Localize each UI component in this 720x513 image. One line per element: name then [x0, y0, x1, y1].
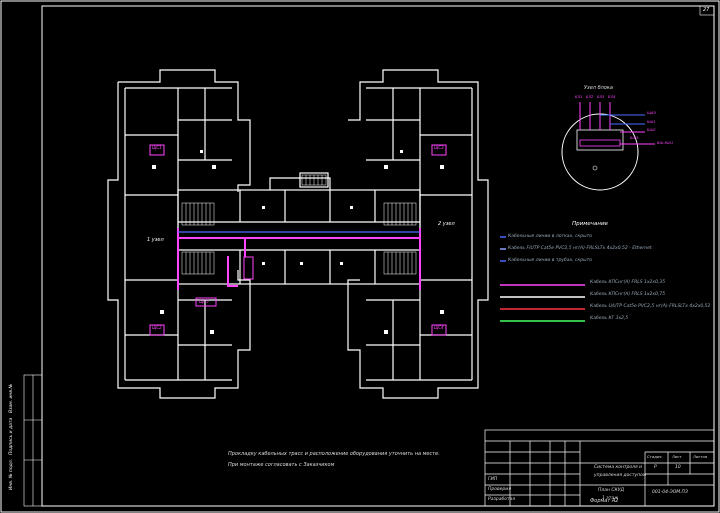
detail-tag: КШ1 — [647, 120, 656, 124]
detail-tag: БЛ3 — [597, 95, 605, 99]
right-node-label: 2 узел — [438, 221, 455, 227]
detail-tag: БЛ1 — [575, 95, 583, 99]
tb-row-label: ГИП — [488, 477, 498, 482]
tb-row-label: Разработал — [488, 497, 516, 502]
detail-tag: БЛ2 — [586, 95, 594, 99]
detail-tag: БЛ4 — [608, 95, 616, 99]
sheet-number: 27 — [703, 7, 710, 13]
tb-doc-code: 001-04-ЭОМ.ПЗ — [652, 490, 688, 495]
tb-system-title-1: Система контроля и — [594, 465, 643, 470]
detail-tag: ЩАЭ — [647, 111, 656, 115]
equipment-marks — [152, 150, 444, 334]
tb-stage-header: Стадия — [647, 454, 662, 459]
detail-title: Узел блока — [584, 85, 613, 91]
left-node-label: 1 узел — [147, 237, 164, 243]
note-line-1: Прокладку кабельных трасс и расположение… — [228, 451, 440, 457]
side-stamp — [23, 374, 43, 507]
tb-sheet-no: 10 — [675, 465, 681, 470]
detail-tag: БШ3 — [630, 136, 639, 140]
side-stamp-repl: Взам. инв.№ — [9, 383, 14, 413]
sheet-format: Формат А2 — [590, 498, 619, 504]
cable-runs — [177, 228, 421, 290]
detail-tag: ВШ-КШ1 — [657, 141, 674, 145]
detail-tag: БШ2 — [647, 128, 656, 132]
central-block — [177, 172, 421, 285]
tb-system-title-2: управления доступом — [594, 473, 647, 478]
tb-sheets-header: Листов — [693, 454, 708, 459]
note-line-2: При монтаже согласовать с Заказчиком — [228, 462, 335, 468]
stairs — [181, 174, 417, 275]
sheet-number-box — [699, 5, 715, 16]
side-stamp-sign: Подпись и дата — [9, 417, 14, 455]
title-block-grid — [484, 429, 715, 507]
inner-frame — [41, 5, 715, 507]
rack-label: ЩС3 — [434, 145, 444, 150]
rack-label: ЩС2 — [152, 325, 162, 330]
side-stamp-inv: Инв. № подл. — [9, 458, 14, 490]
tb-drawing-title-1: План СКУД — [598, 488, 624, 493]
legend-swatches — [500, 236, 585, 322]
rack-markers — [149, 144, 447, 336]
legend-title: Примечание — [572, 221, 608, 227]
tb-stage: Р — [654, 465, 657, 470]
tb-sheet-header: Лист — [672, 454, 682, 459]
detail-node — [561, 102, 655, 191]
rack-label: ЩС5 — [199, 299, 209, 304]
rack-label: ЩС4 — [434, 325, 444, 330]
right-wing — [347, 69, 489, 399]
rack-label: ЩС1 — [152, 145, 162, 150]
tb-drawing-title-2: 1 этаж — [602, 496, 619, 501]
tb-row-label: Проверил — [488, 487, 512, 492]
